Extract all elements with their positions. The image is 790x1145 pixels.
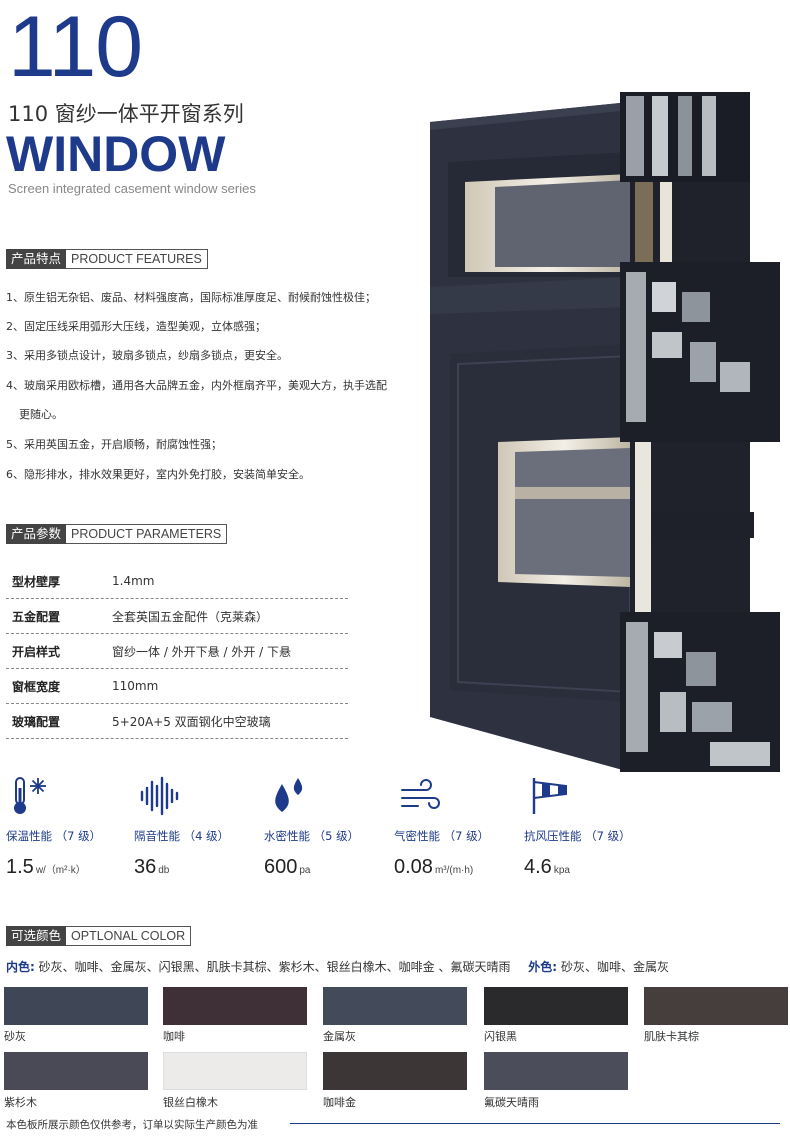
feature-item: 更随心。	[19, 408, 63, 421]
colors-heading-en: OPTLONAL COLOR	[66, 926, 192, 946]
performance-label: 抗风压性能 （7 级）	[524, 829, 631, 843]
parameter-row: 开启样式 窗纱一体 / 外开下悬 / 外开 / 下悬	[6, 634, 348, 669]
features-heading: 产品特点 PRODUCT FEATURES	[6, 249, 208, 269]
wind-icon	[401, 779, 440, 809]
color-swatch[interactable]	[323, 1052, 467, 1090]
color-swatch[interactable]	[163, 1052, 307, 1090]
performance-value: 36	[134, 856, 157, 878]
color-options-line: 内色: 砂灰、咖啡、金属灰、闪银黑、肌肤卡其棕、紫杉木、银丝白橡木、咖啡金 、氟…	[6, 958, 669, 975]
water-drops-icon	[275, 778, 303, 812]
features-heading-en: PRODUCT FEATURES	[66, 249, 208, 269]
color-swatch[interactable]	[4, 987, 148, 1025]
feature-item: 3、采用多锁点设计，玻扇多锁点，纱扇多锁点，更安全。	[6, 349, 288, 362]
parameter-row: 玻璃配置 5+20A+5 双面钢化中空玻璃	[6, 704, 348, 739]
color-swatch[interactable]	[484, 1052, 628, 1090]
performance-value: 0.08	[394, 856, 433, 878]
footer-divider	[290, 1123, 780, 1124]
color-swatch-label: 砂灰	[4, 1030, 26, 1043]
parameter-value: 窗纱一体 / 外开下悬 / 外开 / 下悬	[112, 644, 292, 659]
performance-label: 气密性能 （7 级）	[394, 829, 490, 843]
performance-unit: db	[158, 865, 170, 876]
parameter-row: 五金配置 全套英国五金配件（克莱森）	[6, 599, 348, 634]
color-disclaimer: 本色板所展示颜色仅供参考，订单以实际生产颜色为准	[6, 1119, 258, 1131]
inner-color-label: 内色:	[6, 960, 35, 974]
parameter-key: 开启样式	[12, 644, 61, 659]
feature-item: 2、固定压线采用弧形大压线，造型美观，立体感强；	[6, 320, 266, 333]
color-swatch-label: 金属灰	[323, 1030, 356, 1043]
parameters-heading: 产品参数 PRODUCT PARAMETERS	[6, 524, 228, 544]
feature-item: 6、隐形排水，排水效果更好，室内外免打胶，安装简单安全。	[6, 468, 310, 481]
colors-heading-cn: 可选颜色	[6, 926, 67, 946]
parameter-key: 五金配置	[12, 609, 61, 624]
color-swatch-label: 肌肤卡其棕	[644, 1030, 699, 1043]
parameters-heading-cn: 产品参数	[6, 524, 67, 544]
color-swatch[interactable]	[323, 987, 467, 1025]
parameter-value: 5+20A+5 双面钢化中空玻璃	[112, 714, 271, 729]
color-swatch-label: 紫杉木	[4, 1096, 37, 1109]
performance-label: 保温性能 （7 级）	[6, 829, 102, 843]
performance-unit: kpa	[553, 865, 570, 876]
feature-item: 5、采用英国五金，开启顺畅，耐腐蚀性强；	[6, 438, 222, 451]
parameter-key: 玻璃配置	[12, 714, 61, 729]
parameter-value: 1.4mm	[112, 574, 155, 588]
window-product-image	[430, 92, 780, 772]
parameter-row: 窗框宽度 110mm	[6, 669, 348, 704]
color-swatch-label: 闪银黑	[484, 1030, 517, 1043]
performance-unit: w/（m²·k）	[35, 865, 86, 876]
performance-value: 1.5	[6, 856, 34, 878]
windsock-icon	[532, 778, 567, 814]
series-number: 110	[8, 0, 143, 95]
outer-color-label: 外色:	[528, 960, 558, 974]
performance-unit: m³/(m·h)	[434, 865, 474, 876]
color-swatch[interactable]	[4, 1052, 148, 1090]
performance-unit: pa	[299, 865, 311, 876]
series-title-cn: 110 窗纱一体平开窗系列	[8, 102, 244, 126]
color-swatch[interactable]	[163, 987, 307, 1025]
parameter-row: 型材壁厚 1.4mm	[6, 564, 348, 599]
color-swatch-label: 银丝白橡木	[163, 1096, 218, 1109]
parameter-key: 型材壁厚	[12, 574, 61, 589]
parameter-value: 全套英国五金配件（克莱森）	[112, 609, 269, 624]
performance-label: 隔音性能 （4 级）	[134, 829, 230, 843]
color-swatch-label: 咖啡金	[323, 1096, 356, 1109]
performance-label: 水密性能 （5 级）	[264, 829, 360, 843]
feature-item: 1、原生铝无杂铝、废品、材料强度高，国际标准厚度足、耐候耐蚀性极佳；	[6, 291, 376, 304]
thermometer-snowflake-icon	[14, 777, 46, 814]
color-swatch[interactable]	[644, 987, 788, 1025]
series-title-en: WINDOW	[6, 126, 226, 182]
colors-heading: 可选颜色 OPTLONAL COLOR	[6, 926, 192, 946]
feature-item: 4、玻扇采用欧标槽，通用各大品牌五金，内外框扇齐平，美观大方，执手选配	[6, 379, 387, 392]
performance-value: 4.6	[524, 856, 552, 878]
color-swatch[interactable]	[484, 987, 628, 1025]
features-heading-cn: 产品特点	[6, 249, 67, 269]
inner-color-list: 砂灰、咖啡、金属灰、闪银黑、肌肤卡其棕、紫杉木、银丝白橡木、咖啡金 、氟碳天晴雨	[38, 960, 511, 974]
parameters-table: 型材壁厚 1.4mm 五金配置 全套英国五金配件（克莱森） 开启样式 窗纱一体 / 外…	[6, 564, 348, 739]
series-subtitle-en: Screen integrated casement window series	[8, 181, 256, 196]
parameter-value: 110mm	[112, 679, 159, 693]
color-swatch-label: 咖啡	[163, 1030, 185, 1043]
color-swatch-label: 氟碳天晴雨	[484, 1096, 539, 1109]
parameter-key: 窗框宽度	[12, 679, 61, 694]
sound-wave-icon	[140, 776, 179, 816]
performance-value: 600	[264, 856, 298, 878]
outer-color-list: 砂灰、咖啡、金属灰	[560, 960, 669, 974]
parameters-heading-en: PRODUCT PARAMETERS	[66, 524, 228, 544]
